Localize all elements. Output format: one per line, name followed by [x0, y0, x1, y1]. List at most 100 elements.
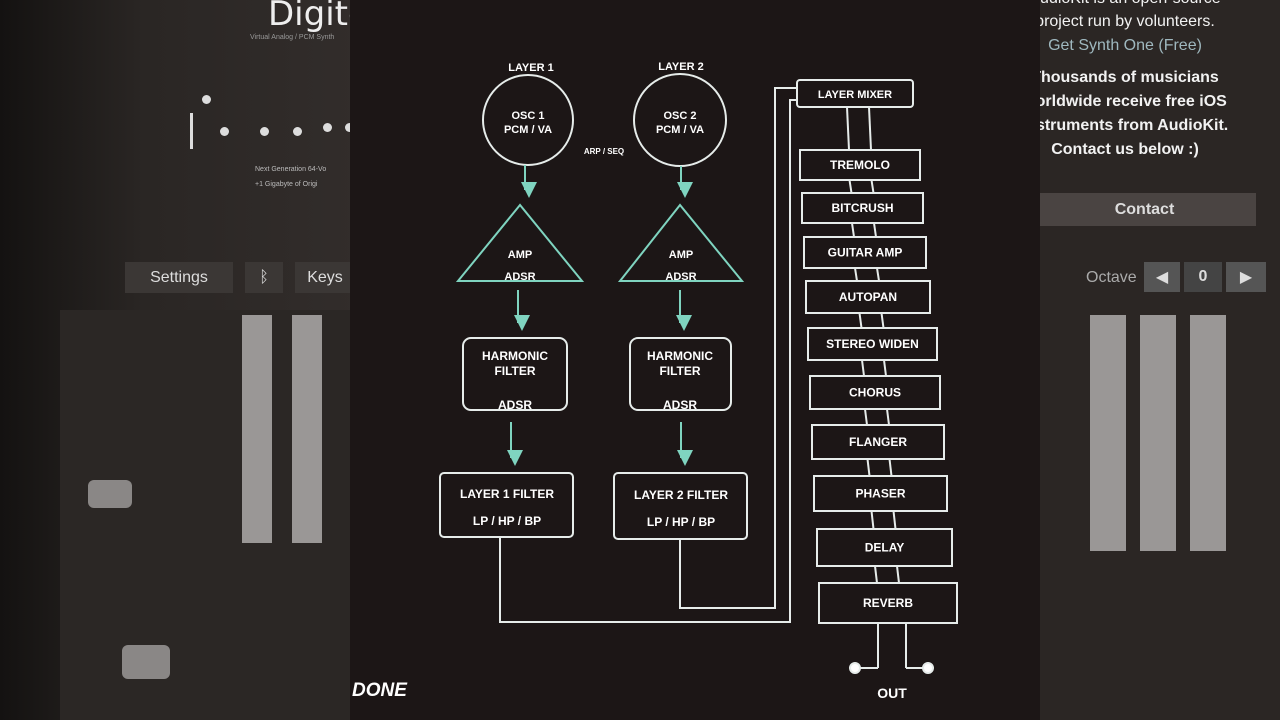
arp-seq-label: ARP / SEQ: [584, 147, 624, 156]
effect-box: [809, 375, 941, 410]
harmonic-filter-2-box: [629, 337, 732, 411]
effects-chain: TREMOLO BITCRUSH GUITAR AMP AUTOPAN STEREO W…: [799, 106, 958, 624]
about-text: AudioKit is an open-source: [1000, 0, 1250, 8]
fx-connector: [848, 179, 853, 194]
tagline: +1 Gigabyte of Origi: [255, 181, 318, 188]
effect-label: DELAY: [865, 541, 905, 555]
layer1-title: LAYER 1: [508, 62, 553, 74]
fx-connector: [886, 408, 890, 426]
fx-connector: [868, 106, 872, 151]
hf1-label: HARMONIC: [482, 349, 548, 363]
effect-box: [807, 327, 938, 361]
effect-box: [811, 424, 945, 460]
hf2-label: HARMONIC: [647, 349, 713, 363]
effect-label: CHORUS: [849, 386, 901, 400]
amp1-label: AMP: [508, 249, 532, 261]
osc1-node: [482, 74, 574, 166]
tagline: Next Generation 64-Vo: [255, 166, 327, 173]
fx-connector: [870, 179, 875, 194]
triangle-left-icon: ◀: [1155, 269, 1169, 286]
layer1-route: [499, 99, 797, 623]
layer1-filter-type: LP / HP / BP: [473, 514, 541, 528]
fx-connector: [851, 222, 855, 238]
effect-box: [803, 236, 927, 269]
fx-connector: [861, 359, 865, 377]
osc1-label: OSC 1: [511, 110, 544, 122]
effect-box: [799, 149, 921, 181]
amp2-adsr: ADSR: [665, 271, 696, 283]
contact-button[interactable]: Contact: [1033, 193, 1256, 226]
amp1-adsr: ADSR: [504, 271, 535, 283]
subtitle: Virtual Analog / PCM Synth: [250, 34, 335, 41]
piano-key[interactable]: [1140, 315, 1176, 551]
fx-connector: [873, 222, 877, 238]
left-panel: Digite Virtual Analog / PCM Synth Next G…: [0, 0, 369, 720]
out-label: OUT: [877, 685, 907, 701]
hf1-label: FILTER: [494, 364, 535, 378]
layer2-filter-type: LP / HP / BP: [647, 515, 715, 529]
octave-label: Octave: [1086, 269, 1137, 286]
about-text: Contact us below :): [1051, 141, 1199, 158]
output-right-jack: [922, 662, 934, 674]
layer1-filter-label: LAYER 1 FILTER: [460, 487, 554, 501]
osc2-label: OSC 2: [663, 110, 696, 122]
layer2-title: LAYER 2: [658, 61, 703, 73]
effect-label: TREMOLO: [830, 158, 890, 172]
effect-box: [813, 475, 948, 512]
layer2-filter-label: LAYER 2 FILTER: [634, 488, 728, 502]
osc1-type: PCM / VA: [504, 124, 552, 136]
effect-label: BITCRUSH: [832, 201, 894, 215]
fx-connector: [854, 267, 858, 282]
fx-connector: [880, 312, 885, 329]
layer2-filter-box: [613, 472, 748, 540]
fx-connector: [870, 510, 875, 530]
effect-label: GUITAR AMP: [828, 246, 903, 260]
settings-button[interactable]: Settings: [125, 262, 233, 293]
amp1-triangle: [455, 203, 585, 282]
layer1-filter-box: [439, 472, 574, 538]
effect-box: [816, 528, 953, 567]
bluetooth-icon: ᛒ: [259, 268, 269, 286]
effect-label: PHASER: [855, 487, 905, 501]
about-text: worldwide receive free iOS: [1023, 93, 1227, 110]
fx-connector: [874, 565, 878, 584]
arrows: [455, 165, 745, 466]
fx-connector: [858, 312, 863, 329]
effect-box: [801, 192, 924, 224]
fx-connector: [888, 458, 893, 477]
layer-mixer-box: [796, 79, 914, 108]
fx-connector: [896, 565, 900, 584]
hf2-label: FILTER: [659, 364, 700, 378]
piano-key[interactable]: [242, 315, 272, 543]
fx-connector: [866, 458, 871, 477]
fx-connector: [864, 408, 868, 426]
bluetooth-button[interactable]: ᛒ: [245, 262, 283, 293]
fx-connector: [846, 106, 850, 151]
slider-thumb[interactable]: [88, 480, 132, 508]
fx-connector: [883, 359, 887, 377]
slider-thumb[interactable]: [122, 645, 170, 679]
keys-button[interactable]: Keys: [295, 262, 355, 293]
piano-key[interactable]: [1190, 315, 1226, 551]
effect-label: AUTOPAN: [839, 290, 897, 304]
effect-box: [818, 582, 958, 624]
amp2-triangle: [617, 203, 745, 282]
hf2-adsr: ADSR: [663, 398, 697, 412]
triangle-right-icon: ▶: [1239, 269, 1253, 286]
octave-down-button[interactable]: ◀: [1144, 262, 1180, 292]
octave-up-button[interactable]: ▶: [1226, 262, 1266, 292]
hf1-adsr: ADSR: [498, 398, 532, 412]
right-panel: [1030, 0, 1280, 720]
fx-connector: [892, 510, 897, 530]
octave-value: 0: [1184, 262, 1222, 292]
done-button[interactable]: DONE: [352, 680, 408, 701]
get-synth-one-link[interactable]: Get Synth One (Free): [1048, 37, 1202, 54]
piano-key[interactable]: [1090, 315, 1126, 551]
output-left-jack: [849, 662, 861, 674]
synth-preview-image: [190, 55, 360, 150]
effect-label: STEREO WIDEN: [826, 337, 919, 351]
amp2-label: AMP: [669, 249, 693, 261]
about-text: instruments from AudioKit.: [1021, 117, 1229, 134]
piano-key[interactable]: [292, 315, 322, 543]
